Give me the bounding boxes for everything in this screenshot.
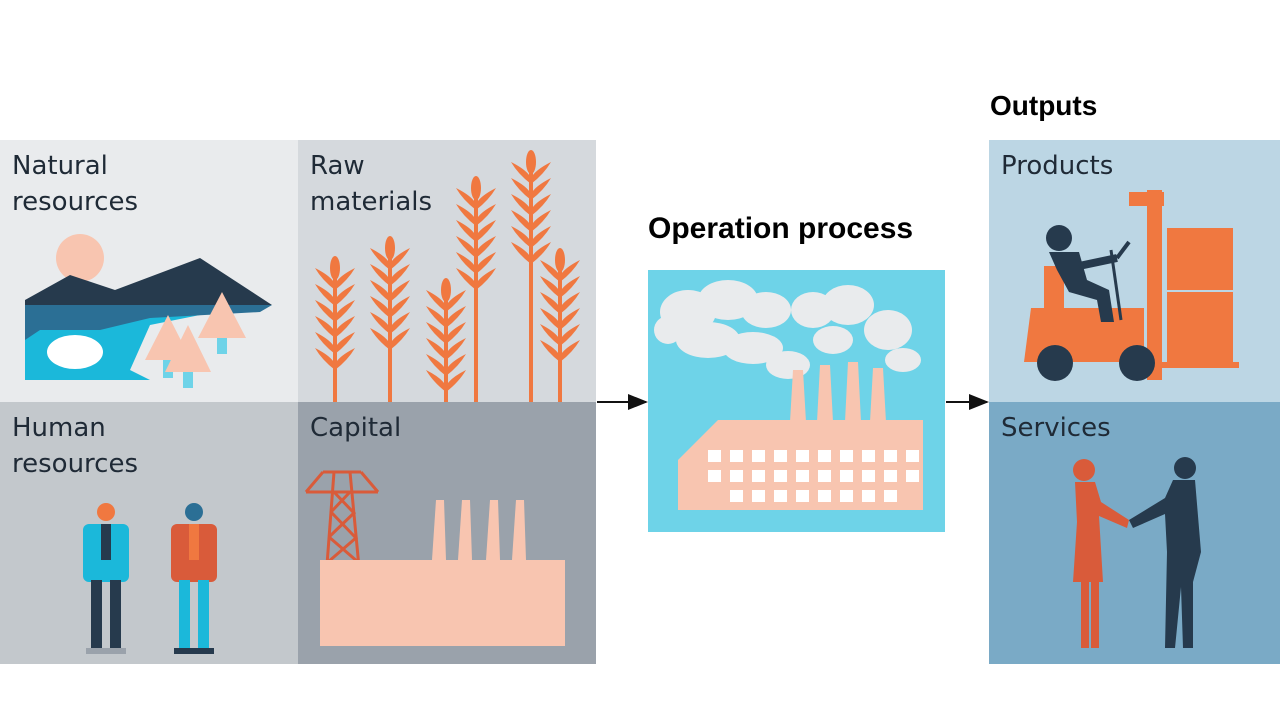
- factory-window: [752, 450, 765, 462]
- factory-window: [884, 490, 897, 502]
- person-icon: [1073, 459, 1129, 648]
- factory-illustration: [654, 280, 923, 510]
- person-icon: [171, 503, 217, 654]
- operation-process-panel: [648, 270, 945, 532]
- factory-window: [862, 450, 875, 462]
- wheat-stalks: [315, 150, 580, 402]
- forklift-icon: [1024, 190, 1239, 381]
- services-label: Services: [1001, 413, 1111, 443]
- forklift-illustration: [1024, 190, 1239, 381]
- factory-window: [840, 470, 853, 482]
- handshake-illustration: [1073, 457, 1201, 648]
- factory-window: [752, 490, 765, 502]
- factory-window: [818, 470, 831, 482]
- factory-window: [708, 470, 721, 482]
- factory-window: [862, 470, 875, 482]
- raw-materials-panel: Raw materials: [298, 140, 596, 402]
- tree-icon: [198, 292, 246, 338]
- mountains: [25, 258, 272, 305]
- wheat-ear-icon: [540, 248, 580, 362]
- factory-window: [774, 450, 787, 462]
- factory-window: [708, 450, 721, 462]
- human-resources-label: Human resources: [12, 413, 139, 479]
- factory-window: [730, 450, 743, 462]
- operation-process-title: Operation process: [648, 212, 914, 245]
- smoke-clouds: [654, 280, 921, 379]
- wheat-ear-icon: [456, 176, 496, 290]
- factory-icon: [320, 500, 565, 646]
- factory-window: [730, 490, 743, 502]
- outputs-title: Outputs: [990, 90, 1098, 121]
- factory-window: [840, 450, 853, 462]
- landscape-illustration: [25, 234, 272, 388]
- products-label: Products: [1001, 151, 1114, 181]
- person-icon: [83, 503, 129, 654]
- factory-window: [730, 470, 743, 482]
- factory-window: [818, 490, 831, 502]
- wheat-illustration: [315, 150, 580, 402]
- factory-window: [906, 450, 919, 462]
- people-illustration: [83, 503, 217, 654]
- shoreline: [25, 305, 272, 340]
- wheat-ear-icon: [315, 256, 355, 370]
- factory-window: [774, 490, 787, 502]
- factory-icon: [678, 362, 923, 510]
- wheat-ear-icon: [426, 278, 466, 392]
- capital-label: Capital: [310, 413, 402, 443]
- natural-resources-panel: Natural resources: [0, 140, 298, 402]
- factory-window: [862, 490, 875, 502]
- lake-island: [47, 335, 103, 369]
- factory-window: [906, 470, 919, 482]
- tree-icon: [165, 325, 211, 372]
- factory-windows: [708, 450, 919, 502]
- factory-window: [796, 450, 809, 462]
- factory-window: [884, 470, 897, 482]
- products-panel: Products: [989, 140, 1280, 402]
- human-resources-panel: Human resources: [0, 402, 298, 664]
- factory-window: [752, 470, 765, 482]
- natural-resources-label: Natural resources: [12, 151, 139, 217]
- person-icon: [1129, 457, 1201, 648]
- capital-illustration: [304, 470, 565, 646]
- factory-window: [774, 470, 787, 482]
- capital-panel: Capital: [298, 402, 596, 664]
- wheat-ear-icon: [370, 236, 410, 350]
- factory-window: [818, 450, 831, 462]
- factory-window: [840, 490, 853, 502]
- factory-window: [796, 470, 809, 482]
- factory-window: [796, 490, 809, 502]
- factory-window: [884, 450, 897, 462]
- sun-icon: [56, 234, 104, 282]
- services-panel: Services: [989, 402, 1280, 664]
- wheat-ear-icon: [511, 150, 551, 264]
- raw-materials-label: Raw materials: [310, 151, 433, 217]
